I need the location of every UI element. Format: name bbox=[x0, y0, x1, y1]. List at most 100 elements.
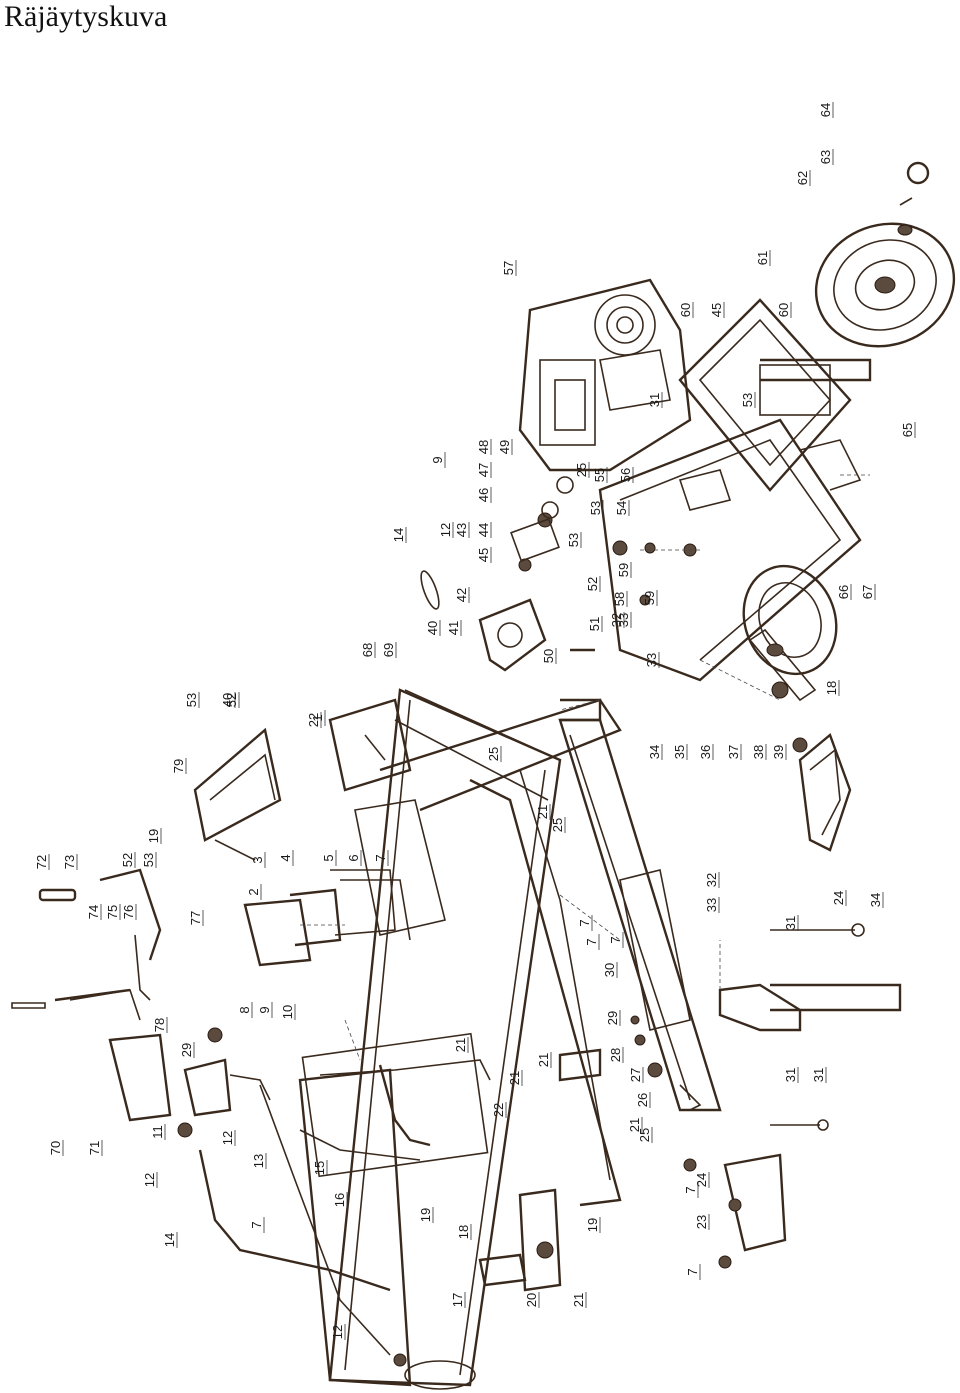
part-number-label: 14 bbox=[162, 1232, 178, 1248]
part-number-text: 49 bbox=[497, 440, 512, 454]
part-number-text: 53 bbox=[141, 853, 156, 867]
part-number-label: 21 bbox=[536, 1052, 552, 1068]
part-number-text: 63 bbox=[818, 150, 833, 164]
part-number-label: 45 bbox=[476, 547, 492, 563]
part-number-label: 34 bbox=[868, 892, 884, 908]
small-parts bbox=[630, 1015, 702, 1172]
part-number-label: 41 bbox=[446, 620, 462, 636]
part-number-label: 51 bbox=[587, 616, 603, 632]
part-number-text: 65 bbox=[900, 423, 915, 437]
engine-mount-parts bbox=[570, 540, 697, 652]
part-number-label: 7 bbox=[683, 1182, 699, 1198]
part-number-label: 61 bbox=[755, 250, 771, 266]
part-number-text: 47 bbox=[476, 463, 491, 477]
part-number-label: 46 bbox=[476, 487, 492, 503]
part-number-label: 53 bbox=[566, 532, 582, 548]
part-number-text: 76 bbox=[121, 905, 136, 919]
part-number-label: 37 bbox=[726, 744, 742, 760]
engine-plate bbox=[678, 298, 852, 492]
part-number-label: 77 bbox=[188, 910, 204, 926]
part-number-label: 47 bbox=[476, 462, 492, 478]
wedge-part bbox=[328, 698, 412, 792]
part-number-text: 3 bbox=[250, 856, 265, 863]
part-number-label: 19 bbox=[418, 1207, 434, 1223]
part-number-text: 45 bbox=[709, 303, 724, 317]
part-number-label: 36 bbox=[698, 744, 714, 760]
part-number-text: 24 bbox=[694, 1173, 709, 1187]
part-number-text: 1 bbox=[310, 714, 325, 721]
wheel-large bbox=[814, 222, 956, 348]
part-number-label: 23 bbox=[694, 1214, 710, 1230]
part-number-label: 35 bbox=[672, 744, 688, 760]
part-number-label: 58 bbox=[612, 591, 628, 607]
page-title: Räjäytyskuva bbox=[4, 0, 168, 33]
part-number-text: 35 bbox=[672, 745, 687, 759]
part-number-text: 15 bbox=[312, 1161, 327, 1175]
part-number-text: 4 bbox=[278, 854, 293, 861]
part-number-label: 25 bbox=[486, 746, 502, 762]
part-number-label: 75 bbox=[105, 904, 121, 920]
part-number-label: 12 bbox=[330, 1324, 346, 1340]
part-number-text: 40 bbox=[425, 621, 440, 635]
beam-frame bbox=[379, 698, 622, 1207]
part-number-text: 5 bbox=[321, 854, 336, 861]
part-number-text: 23 bbox=[694, 1215, 709, 1229]
part-number-text: 21 bbox=[536, 1053, 551, 1067]
part-number-label: 59 bbox=[616, 562, 632, 578]
part-number-label: 69 bbox=[381, 642, 397, 658]
part-number-label: 68 bbox=[360, 642, 376, 658]
part-number-text: 79 bbox=[171, 759, 186, 773]
part-number-text: 43 bbox=[454, 523, 469, 537]
part-number-label: 16 bbox=[332, 1192, 348, 1208]
part-number-text: 24 bbox=[831, 891, 846, 905]
part-number-text: 55 bbox=[592, 468, 607, 482]
part-number-text: 9 bbox=[430, 456, 445, 463]
part-number-text: 53 bbox=[566, 533, 581, 547]
part-number-text: 53 bbox=[588, 501, 603, 515]
part-number-label: 71 bbox=[87, 1140, 103, 1156]
part-number-label: 18 bbox=[824, 680, 840, 696]
valve-part bbox=[177, 1027, 271, 1138]
tow-hitch-part bbox=[792, 732, 852, 852]
part-number-label: 6 bbox=[346, 850, 362, 866]
part-number-text: 21 bbox=[453, 1038, 468, 1052]
part-number-text: 51 bbox=[587, 617, 602, 631]
part-number-label: 1 bbox=[310, 710, 326, 726]
part-number-label: 60 bbox=[776, 302, 792, 318]
part-number-text: 70 bbox=[48, 1141, 63, 1155]
part-number-text: 31 bbox=[811, 1068, 826, 1082]
part-number-label: 74 bbox=[86, 904, 102, 920]
part-number-text: 58 bbox=[612, 592, 627, 606]
part-number-text: 72 bbox=[34, 855, 49, 869]
part-number-label: 30 bbox=[602, 962, 618, 978]
part-number-label: 40 bbox=[425, 620, 441, 636]
part-number-text: 11 bbox=[150, 1125, 165, 1139]
part-number-label: 21 bbox=[627, 1117, 643, 1133]
part-number-text: 57 bbox=[501, 261, 516, 275]
part-number-text: 7 bbox=[249, 1221, 264, 1228]
part-number-label: 7 bbox=[608, 932, 624, 948]
part-number-label: 73 bbox=[62, 854, 78, 870]
cross-bars bbox=[478, 698, 602, 1292]
part-number-label: 53 bbox=[184, 692, 200, 708]
part-number-label: 64 bbox=[818, 102, 834, 118]
part-number-text: 54 bbox=[614, 501, 629, 515]
part-number-text: 45 bbox=[476, 548, 491, 562]
part-number-label: 60 bbox=[678, 302, 694, 318]
part-number-label: 24 bbox=[831, 890, 847, 906]
part-number-label: 63 bbox=[818, 149, 834, 165]
part-number-text: 14 bbox=[391, 528, 406, 542]
part-number-label: 9 bbox=[257, 1002, 273, 1018]
part-number-label: 59 bbox=[642, 590, 658, 606]
part-number-text: 9 bbox=[257, 1006, 272, 1013]
part-number-label: 9 bbox=[430, 452, 446, 468]
part-number-label: 24 bbox=[694, 1172, 710, 1188]
part-number-text: 31 bbox=[783, 916, 798, 930]
part-number-label: 25 bbox=[637, 1127, 653, 1143]
part-number-text: 19 bbox=[418, 1208, 433, 1222]
part-number-label: 48 bbox=[476, 439, 492, 455]
part-number-text: 19 bbox=[585, 1218, 600, 1232]
part-number-text: 13 bbox=[251, 1154, 266, 1168]
part-number-label: 17 bbox=[450, 1292, 466, 1308]
part-number-label: 7 bbox=[685, 1264, 701, 1280]
